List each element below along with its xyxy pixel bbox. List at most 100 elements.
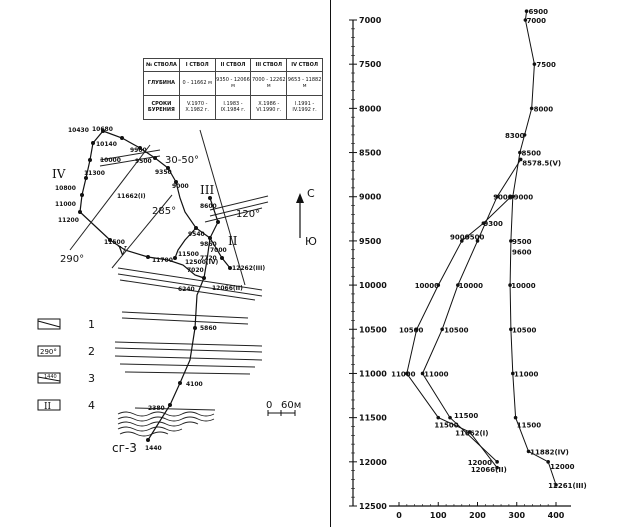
series-point	[532, 62, 537, 66]
hatch-line	[117, 416, 215, 422]
fault-line	[99, 149, 161, 161]
series-point	[440, 327, 444, 332]
series-point	[448, 415, 452, 420]
point-label: 7720	[200, 255, 217, 262]
wavy-hatch	[117, 411, 215, 437]
series-point	[460, 239, 464, 243]
legend-number: 2	[88, 345, 95, 358]
path-point	[173, 256, 177, 260]
path-point	[194, 226, 198, 230]
trunk-axis-lines	[69, 129, 246, 286]
legend-symbol-box	[37, 372, 61, 384]
data-label: 8300	[505, 132, 525, 140]
trunk-label-iii: III	[200, 183, 214, 197]
data-label: 7500	[536, 61, 556, 69]
formation-line	[117, 273, 263, 297]
formation-line	[114, 347, 263, 353]
data-label: 9000	[450, 233, 470, 241]
y-tick-label: 7000	[359, 16, 382, 25]
series-point	[554, 483, 558, 487]
series-point	[523, 18, 528, 22]
point-label: 9540	[188, 231, 205, 238]
angle-labels: 30-50° 285° 120° 290°	[60, 155, 260, 265]
point-labels: 10430 10680 10140 9900 10000 9500 9350 9…	[55, 126, 265, 452]
data-label: 12000	[550, 463, 574, 471]
depth-chart: 7000750080008500900095001000010500110001…	[349, 8, 587, 520]
branch-iv	[174, 227, 197, 259]
angle-label: 285°	[152, 206, 176, 217]
series-point	[509, 194, 513, 199]
fault-line	[209, 201, 269, 217]
series-point	[495, 465, 499, 470]
fault-line	[209, 195, 269, 211]
point-label: 10680	[92, 126, 113, 133]
data-label: 11500	[517, 422, 541, 430]
data-label: 11000	[424, 370, 448, 378]
trunk-labels: IV III II V	[52, 167, 238, 258]
path-point	[80, 193, 84, 197]
path-point	[208, 236, 212, 240]
path-point	[166, 166, 170, 170]
y-tick-label: 11500	[359, 414, 387, 423]
legend-number: 3	[88, 372, 95, 385]
path-point	[228, 266, 232, 270]
data-label: 10000	[459, 282, 483, 290]
series-point	[456, 283, 460, 287]
series-point	[405, 371, 409, 376]
table-cell: I.1983 - IX.1984 г.	[214, 94, 252, 121]
axis-line-iv	[69, 144, 151, 251]
x-tick-label: 200	[469, 511, 486, 520]
x-tick-label: 300	[508, 511, 525, 520]
series-point	[414, 327, 419, 332]
legend-symbol-box	[37, 318, 61, 330]
series-point	[529, 106, 534, 111]
data-label: 9500	[512, 238, 532, 246]
legend-symbol-text: II	[44, 402, 52, 412]
table-cell: IV СТВОЛ	[286, 58, 323, 72]
series-point	[436, 415, 441, 420]
point-label: 2380	[148, 405, 165, 412]
table-row: ГЛУБИНА 0 - 11662 м 9350 - 12066 м 7000 …	[143, 70, 323, 96]
trunk-table: № СТВОЛА I СТВОЛ II СТВОЛ III СТВОЛ IV С…	[143, 58, 323, 121]
panel-divider	[330, 0, 331, 527]
north-arrow: С Ю	[296, 187, 317, 248]
data-label: 10500	[444, 326, 468, 334]
table-cell: I.1991 - IV.1992 г.	[286, 94, 323, 121]
series-point	[518, 157, 523, 162]
series-point	[509, 327, 513, 332]
hatch-line	[117, 411, 215, 417]
path-point	[101, 129, 105, 133]
point-label: 10800	[55, 185, 76, 192]
x-tick-label: 400	[548, 511, 565, 520]
table-cell: 0 - 11662 м	[178, 70, 216, 96]
data-label: 11500	[434, 422, 458, 430]
formation-line	[114, 341, 263, 347]
table-cell: X.1986 - VI.1990 г.	[250, 94, 288, 121]
angle-label: 30-50°	[165, 155, 199, 166]
path-point	[208, 196, 212, 200]
angle-label: 120°	[236, 209, 260, 220]
point-label: 5860	[200, 325, 217, 332]
path-point	[146, 255, 150, 259]
point-label: 11500	[178, 251, 199, 258]
path-point	[168, 403, 172, 407]
formation-line	[119, 279, 256, 301]
series-point	[524, 9, 529, 13]
data-label: 7000	[527, 17, 547, 25]
fault-line	[99, 155, 161, 167]
path-point	[120, 136, 124, 140]
y-tick-label: 8500	[359, 149, 382, 158]
path-point	[91, 141, 95, 145]
formation-lines	[99, 149, 269, 411]
formation-line	[117, 267, 263, 291]
data-label: 9500	[465, 233, 485, 241]
data-label: 11500	[454, 412, 478, 420]
y-tick-label: 11000	[359, 369, 387, 378]
series-point	[526, 449, 531, 454]
well-name: сг-3	[112, 441, 137, 455]
table-cell: СРОКИ БУРЕНИЯ	[143, 94, 180, 121]
data-label: 11662(I)	[455, 430, 488, 438]
point-label: 1440	[145, 445, 162, 452]
series-point	[518, 150, 522, 155]
trunk-label-v: V	[117, 244, 127, 258]
